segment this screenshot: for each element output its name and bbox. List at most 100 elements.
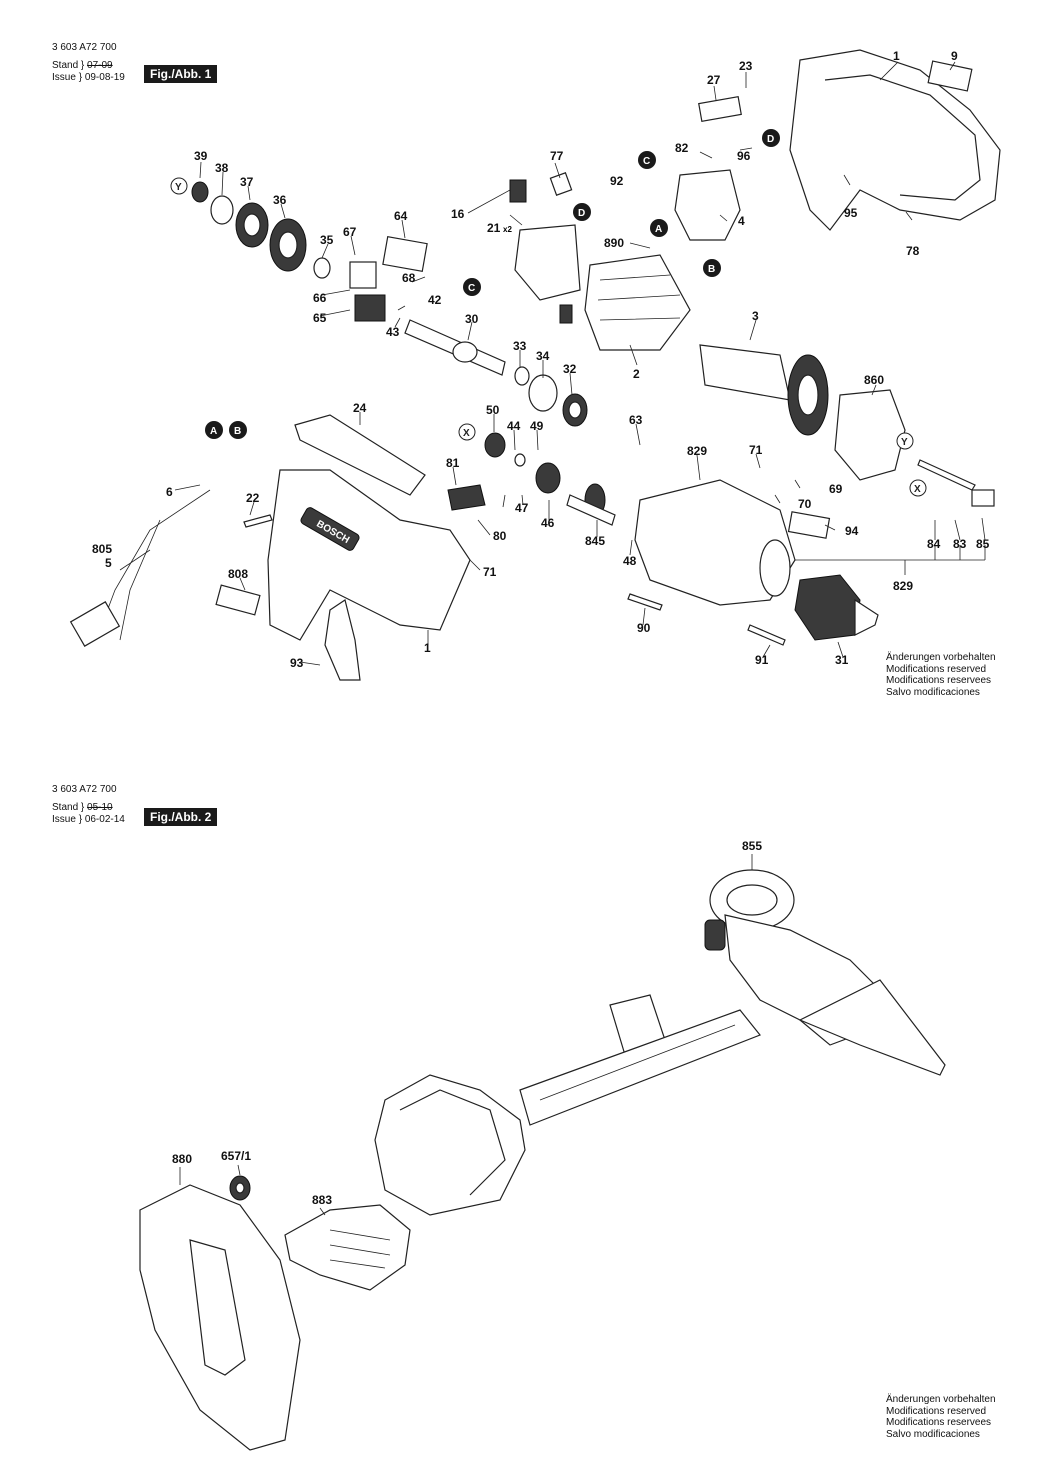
callout-63: 63: [629, 413, 643, 427]
fig2-notes: Änderungen vorbehalten Modifications res…: [886, 1394, 996, 1440]
callout-46: 46: [541, 516, 555, 530]
fig2-issue-date: 06-02-14: [84, 814, 125, 825]
power-cord-part: [69, 489, 211, 647]
motor-housing-part: BOSCH: [267, 469, 471, 641]
fig2-stand-label: Stand: [52, 802, 79, 813]
callout-34: 34: [536, 349, 550, 363]
callout-42: 42: [428, 293, 442, 307]
fig1-issue-date: 09-08-19: [84, 72, 125, 83]
callout-38: 38: [215, 161, 229, 175]
fig2-stand-old: 05-10: [87, 802, 113, 813]
callout-657-1: 657/1: [221, 1149, 251, 1163]
callout-39: 39: [194, 149, 208, 163]
callout-1b: 1: [424, 641, 431, 655]
brush-holder-part: [509, 172, 581, 324]
svg-text:C: C: [643, 156, 650, 167]
cover-plate-part: [139, 1184, 301, 1451]
callout-69: 69: [829, 482, 843, 496]
flange-insert-part: [284, 1204, 411, 1291]
callout-78: 78: [906, 244, 920, 258]
chuck-part: [794, 574, 879, 641]
depth-stop-part: [971, 489, 995, 507]
depth-rod-part: [519, 994, 761, 1126]
fig1-stand-label: Stand: [52, 60, 79, 71]
callout-16: 16: [451, 207, 465, 221]
callout-95: 95: [844, 206, 858, 220]
callout-94: 94: [845, 524, 859, 538]
callout-808: 808: [228, 567, 248, 581]
gear-train-part: [191, 181, 331, 279]
callout-82: 82: [675, 141, 689, 155]
callout-845: 845: [585, 534, 605, 548]
fig1-doc-number: 3 603 A72 700: [52, 42, 117, 53]
callout-71b: 71: [483, 565, 497, 579]
gear-selector-part: [349, 236, 428, 322]
callout-91: 91: [755, 653, 769, 667]
callout-43: 43: [386, 325, 400, 339]
callout-890: 890: [604, 236, 624, 250]
callout-3: 3: [752, 309, 759, 323]
callout-31: 31: [835, 653, 849, 667]
callout-883: 883: [312, 1193, 332, 1207]
callout-64: 64: [394, 209, 408, 223]
svg-text:D: D: [578, 208, 585, 219]
callout-71a: 71: [749, 443, 763, 457]
fig2-header: 3 603 A72 700 Stand } 05-10 Issue } 06-0…: [52, 784, 125, 825]
switch-part: [674, 95, 742, 241]
callout-36: 36: [273, 193, 287, 207]
connector-y-symbol-2: Y: [896, 432, 914, 450]
handle-part: [324, 599, 361, 681]
callout-1a: 1: [893, 49, 900, 63]
fig1-header: 3 603 A72 700 Stand } 07-09 Issue } 09-0…: [52, 42, 125, 83]
spindle-gear-part: [566, 483, 616, 526]
svg-text:A: A: [210, 426, 217, 437]
callout-80: 80: [493, 529, 507, 543]
callout-65: 65: [313, 311, 327, 325]
callout-35: 35: [320, 233, 334, 247]
trigger-part: [447, 484, 486, 511]
armature-part: [699, 344, 829, 436]
top-cover-part: [294, 414, 426, 496]
callout-21-qty: x2: [503, 225, 512, 234]
callout-23: 23: [739, 59, 753, 73]
connector-c-symbol-1: C: [638, 151, 656, 169]
screw-parts: [243, 459, 976, 646]
fig2-exploded-diagram: 855 880 657/1 883: [139, 839, 946, 1451]
callout-48: 48: [623, 554, 637, 568]
callout-70: 70: [798, 497, 812, 511]
callout-81: 81: [446, 456, 460, 470]
washer-part: [229, 1175, 251, 1201]
label-808-part: [215, 584, 261, 616]
svg-text:A: A: [655, 224, 662, 235]
connector-d-symbol-1: D: [762, 129, 780, 147]
housing-half-part: [789, 49, 1001, 231]
callout-47: 47: [515, 501, 529, 515]
svg-text:X: X: [914, 484, 921, 495]
callout-21: 21: [487, 221, 501, 235]
connector-a-symbol-1: A: [205, 421, 223, 439]
callout-829b: 829: [893, 579, 913, 593]
callout-92: 92: [610, 174, 624, 188]
connector-x-symbol-2: X: [909, 479, 927, 497]
callout-96: 96: [737, 149, 751, 163]
intermediate-gear-part: [484, 432, 561, 494]
callout-37: 37: [240, 175, 254, 189]
connector-c-symbol-2: C: [463, 278, 481, 296]
svg-text:D: D: [767, 134, 774, 145]
callout-66: 66: [313, 291, 327, 305]
svg-text:B: B: [708, 264, 715, 275]
callout-33: 33: [513, 339, 527, 353]
svg-text:Y: Y: [901, 437, 908, 448]
svg-text:C: C: [468, 283, 475, 294]
auxiliary-handle-part: [704, 869, 946, 1076]
svg-text:B: B: [234, 426, 241, 437]
callout-44: 44: [507, 419, 521, 433]
label-94-part: [787, 511, 831, 539]
callout-84: 84: [927, 537, 941, 551]
fig1-label: Fig./Abb. 1: [144, 65, 218, 83]
callout-880: 880: [172, 1152, 192, 1166]
flange-housing-part: [374, 1074, 526, 1216]
callout-860: 860: [864, 373, 884, 387]
connector-x-symbol-1: X: [458, 423, 476, 441]
fig1-exploded-diagram: BOSCH: [69, 49, 1001, 681]
